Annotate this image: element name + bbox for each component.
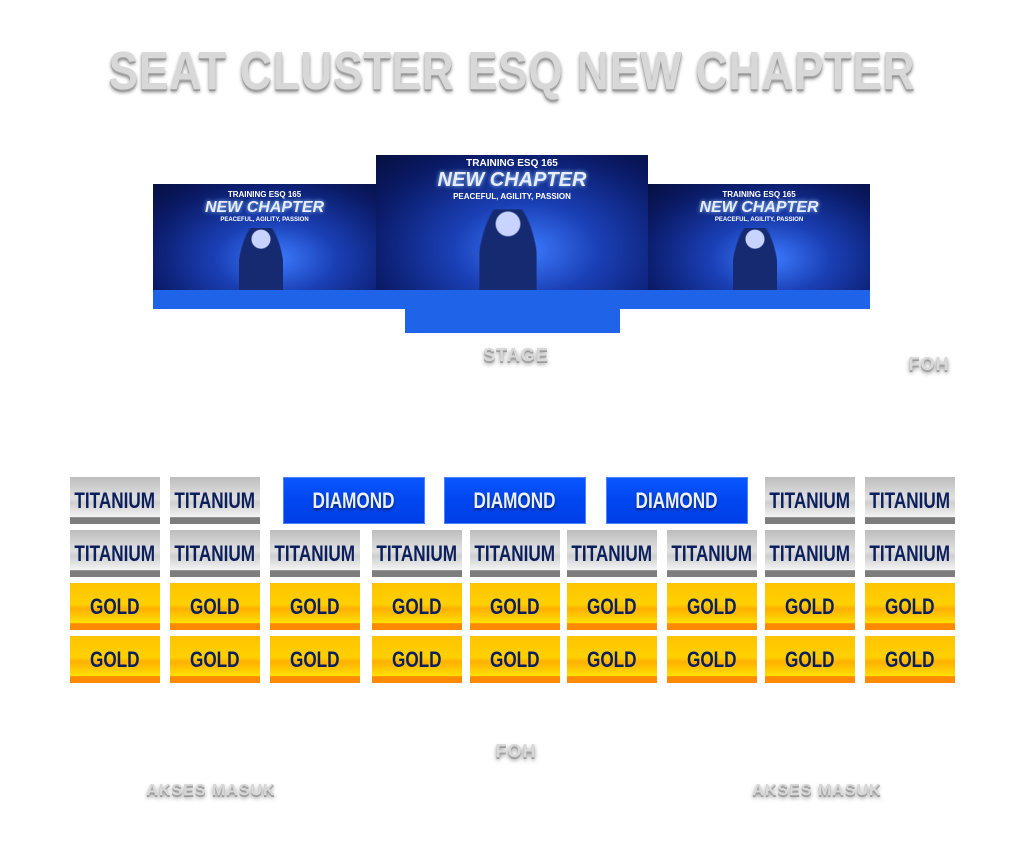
seat-diamond[interactable]: DIAMOND — [444, 477, 586, 524]
seat-gold-label: GOLD — [392, 646, 442, 672]
seat-titanium[interactable]: TITANIUM — [70, 530, 160, 577]
seat-titanium-label: TITANIUM — [769, 540, 851, 566]
screen-subtitle: TRAINING ESQ 165 — [227, 190, 302, 199]
seat-gold-label: GOLD — [785, 593, 835, 619]
speaker-image — [479, 209, 537, 290]
seat-gold-label: GOLD — [90, 646, 140, 672]
seat-gold[interactable]: GOLD — [270, 636, 360, 683]
foh-label-top: FOH — [908, 354, 950, 374]
seat-gold-label: GOLD — [490, 646, 540, 672]
seat-gold[interactable]: GOLD — [667, 583, 757, 630]
speaker-image — [733, 228, 777, 290]
screen-tagline: PEACEFUL, AGILITY, PASSION — [220, 217, 309, 223]
seat-titanium-label: TITANIUM — [671, 540, 753, 566]
seat-gold-label: GOLD — [885, 646, 935, 672]
seat-gold[interactable]: GOLD — [765, 636, 855, 683]
seat-gold[interactable]: GOLD — [170, 583, 260, 630]
left-screen: TRAINING ESQ 165 NEW CHAPTER PEACEFUL, A… — [153, 184, 376, 290]
seat-titanium-label: TITANIUM — [376, 540, 458, 566]
seat-gold-label: GOLD — [587, 593, 637, 619]
seat-gold-label: GOLD — [290, 646, 340, 672]
seat-gold-label: GOLD — [90, 593, 140, 619]
seat-titanium[interactable]: TITANIUM — [865, 530, 955, 577]
seat-titanium[interactable]: TITANIUM — [70, 477, 160, 524]
seat-gold[interactable]: GOLD — [372, 583, 462, 630]
seat-titanium-label: TITANIUM — [74, 540, 156, 566]
seat-gold[interactable]: GOLD — [270, 583, 360, 630]
seat-diamond-label: DIAMOND — [312, 487, 395, 513]
seat-gold[interactable]: GOLD — [470, 636, 560, 683]
seat-gold-label: GOLD — [687, 593, 737, 619]
seat-gold-label: GOLD — [392, 593, 442, 619]
seat-gold-label: GOLD — [885, 593, 935, 619]
seat-titanium[interactable]: TITANIUM — [765, 530, 855, 577]
right-screen: TRAINING ESQ 165 NEW CHAPTER PEACEFUL, A… — [648, 184, 870, 290]
seat-titanium[interactable]: TITANIUM — [170, 477, 260, 524]
seat-titanium[interactable]: TITANIUM — [470, 530, 560, 577]
screen-tagline: PEACEFUL, AGILITY, PASSION — [714, 217, 804, 223]
seat-gold[interactable]: GOLD — [765, 583, 855, 630]
seat-titanium-label: TITANIUM — [274, 540, 356, 566]
seat-gold-label: GOLD — [587, 646, 637, 672]
seat-titanium[interactable]: TITANIUM — [667, 530, 757, 577]
seat-gold-label: GOLD — [785, 646, 835, 672]
entrance-left-label: AKSES MASUK — [146, 782, 276, 799]
seat-gold[interactable]: GOLD — [70, 583, 160, 630]
seat-titanium-label: TITANIUM — [74, 487, 156, 513]
seat-gold[interactable]: GOLD — [865, 583, 955, 630]
stage-runway — [405, 309, 620, 333]
seat-gold-label: GOLD — [190, 593, 240, 619]
seat-gold[interactable]: GOLD — [372, 636, 462, 683]
seat-gold[interactable]: GOLD — [567, 583, 657, 630]
seat-titanium-label: TITANIUM — [474, 540, 556, 566]
seat-titanium-label: TITANIUM — [769, 487, 851, 513]
screen-subtitle: TRAINING ESQ 165 — [722, 190, 796, 199]
seat-titanium[interactable]: TITANIUM — [865, 477, 955, 524]
screen-tagline: PEACEFUL, AGILITY, PASSION — [453, 192, 571, 201]
seat-titanium-label: TITANIUM — [571, 540, 653, 566]
stage-bar — [153, 290, 870, 309]
seat-gold[interactable]: GOLD — [865, 636, 955, 683]
screen-title: NEW CHAPTER — [437, 169, 587, 191]
seat-diamond-label: DIAMOND — [473, 487, 556, 513]
seat-gold[interactable]: GOLD — [567, 636, 657, 683]
stage-label: STAGE — [483, 345, 549, 365]
entrance-right-label: AKSES MASUK — [752, 782, 882, 799]
seat-titanium-label: TITANIUM — [174, 487, 256, 513]
seat-titanium-label: TITANIUM — [869, 487, 951, 513]
seat-diamond[interactable]: DIAMOND — [606, 477, 748, 524]
screen-title: NEW CHAPTER — [204, 199, 325, 216]
seat-gold-label: GOLD — [290, 593, 340, 619]
seat-titanium[interactable]: TITANIUM — [567, 530, 657, 577]
seat-gold[interactable]: GOLD — [667, 636, 757, 683]
foh-label-bottom: FOH — [495, 741, 537, 761]
seat-titanium[interactable]: TITANIUM — [270, 530, 360, 577]
seat-titanium-label: TITANIUM — [869, 540, 951, 566]
seat-gold-label: GOLD — [190, 646, 240, 672]
screen-subtitle: TRAINING ESQ 165 — [466, 158, 558, 169]
seat-diamond[interactable]: DIAMOND — [283, 477, 425, 524]
center-screen: TRAINING ESQ 165 NEW CHAPTER PEACEFUL, A… — [376, 155, 648, 290]
seat-gold-label: GOLD — [490, 593, 540, 619]
screen-title: NEW CHAPTER — [699, 199, 819, 216]
page-title: SEAT CLUSTER ESQ NEW CHAPTER — [108, 41, 916, 101]
seat-titanium-label: TITANIUM — [174, 540, 256, 566]
seat-gold-label: GOLD — [687, 646, 737, 672]
seat-titanium[interactable]: TITANIUM — [765, 477, 855, 524]
seat-diamond-label: DIAMOND — [635, 487, 718, 513]
seat-titanium[interactable]: TITANIUM — [170, 530, 260, 577]
seat-gold[interactable]: GOLD — [170, 636, 260, 683]
seat-gold[interactable]: GOLD — [470, 583, 560, 630]
speaker-image — [238, 228, 283, 290]
seat-gold[interactable]: GOLD — [70, 636, 160, 683]
seat-titanium[interactable]: TITANIUM — [372, 530, 462, 577]
